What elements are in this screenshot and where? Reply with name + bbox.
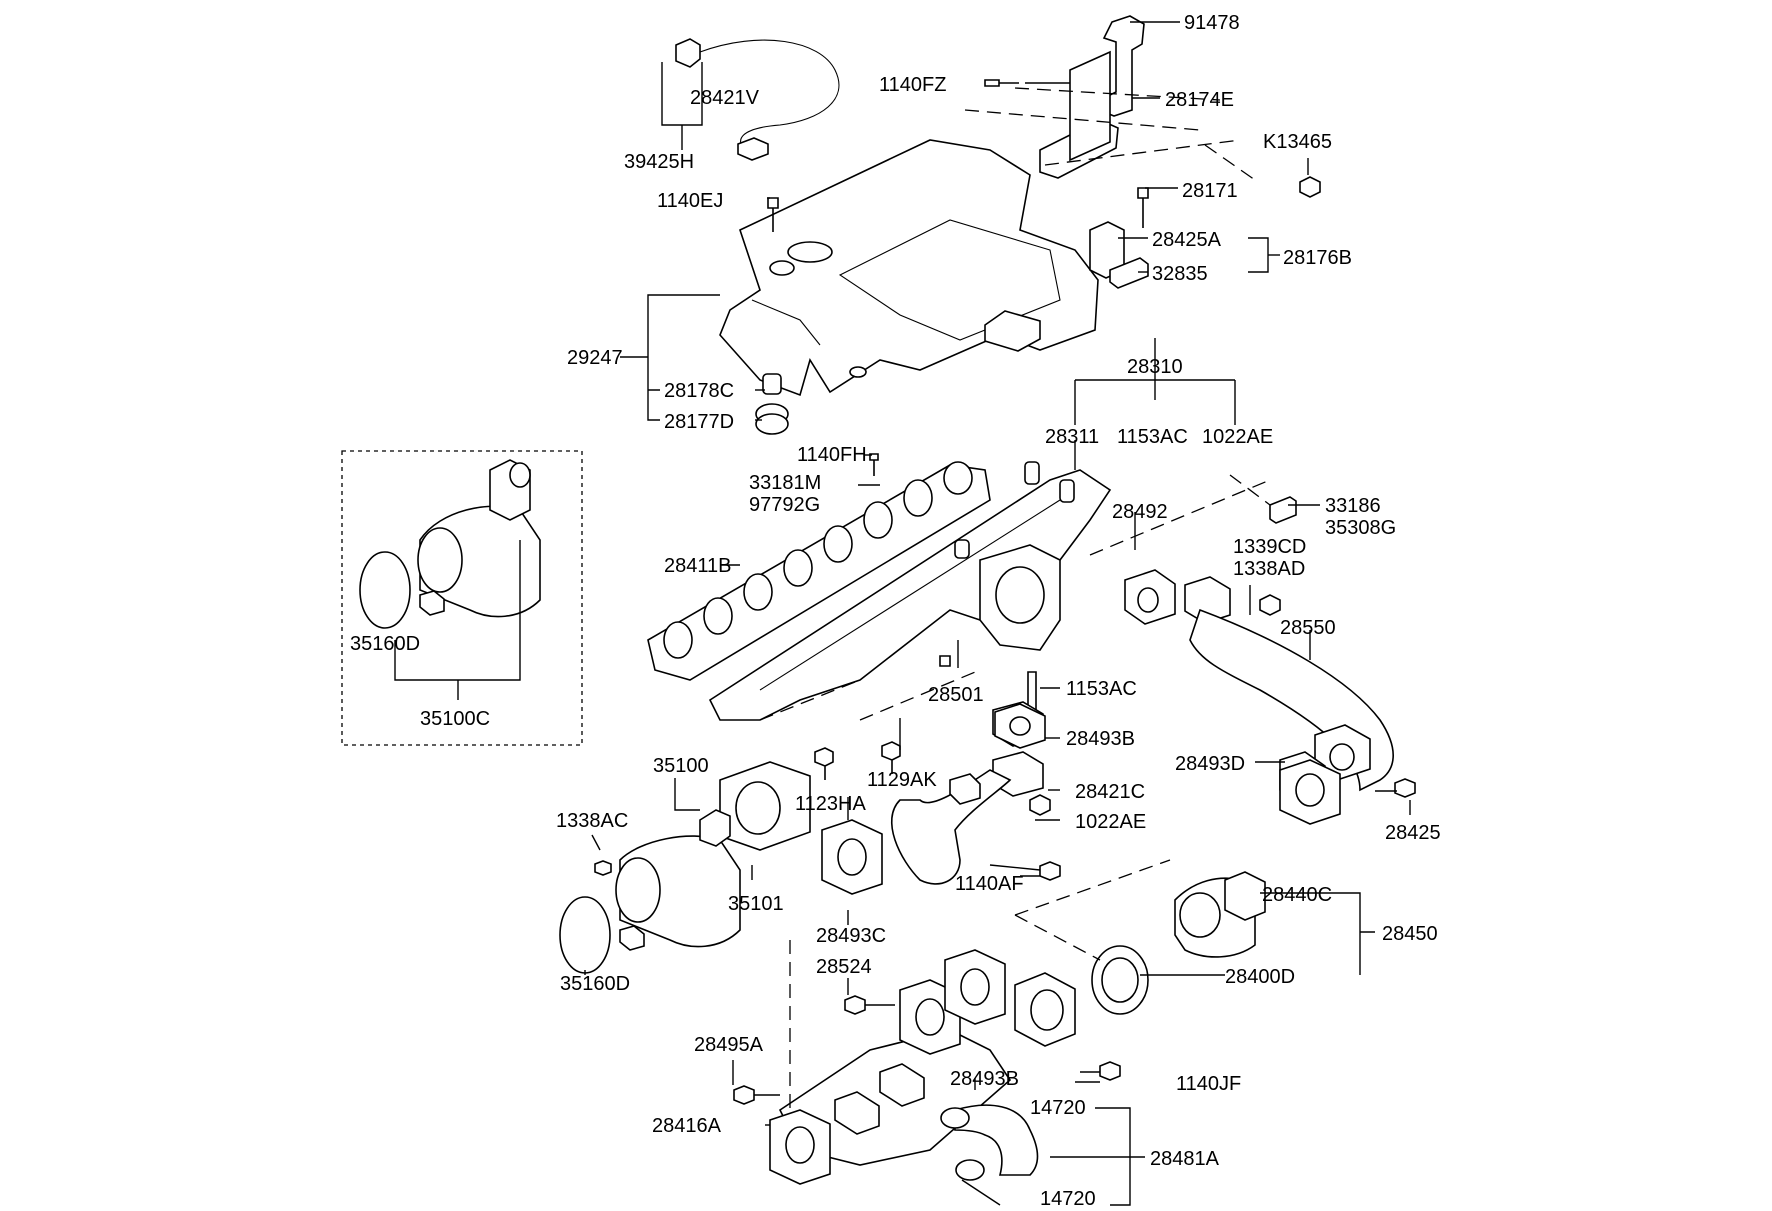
label-28550: 28550: [1280, 617, 1336, 639]
gasket-28493d-drawing: [1279, 759, 1341, 825]
label-28492: 28492: [1112, 501, 1168, 523]
label-33186: 33186: [1325, 495, 1381, 517]
label-1338ad: 1338AD: [1233, 558, 1305, 580]
egr-cooler-housing-drawing: [1174, 871, 1266, 958]
label-29247: 29247: [567, 347, 623, 369]
label-35100c: 35100C: [420, 708, 490, 730]
label-28524: 28524: [816, 956, 872, 978]
label-14720-upper: 14720: [1030, 1097, 1086, 1119]
label-1140jf: 1140JF: [1176, 1073, 1241, 1095]
label-1123ha: 1123HA: [795, 793, 866, 815]
gasket-28400d-drawing: [1091, 945, 1149, 1015]
label-33181m: 33181M: [749, 472, 821, 494]
label-1022ae-top: 1022AE: [1202, 426, 1273, 448]
label-1129ak: 1129AK: [867, 769, 937, 791]
label-1338ac: 1338AC: [556, 810, 628, 832]
label-28400d: 28400D: [1225, 966, 1295, 988]
label-97792g: 97792G: [749, 494, 820, 516]
catalytic-converter-drawing: [559, 761, 811, 974]
label-28440c: 28440C: [1262, 884, 1332, 906]
label-32835: 32835: [1152, 263, 1208, 285]
label-28421v: 28421V: [690, 87, 760, 109]
heat-shield-mount-drawing: [1089, 221, 1149, 289]
label-28171: 28171: [1182, 180, 1238, 202]
label-28501: 28501: [928, 684, 984, 706]
gasket-28493c-drawing: [821, 819, 883, 895]
label-35308g: 35308G: [1325, 517, 1396, 539]
label-35160d-lower: 35160D: [560, 973, 630, 995]
label-35100: 35100: [653, 755, 709, 777]
label-28174e: 28174E: [1165, 89, 1234, 111]
label-28481a: 28481A: [1150, 1148, 1220, 1170]
grommet-drawing: [755, 373, 789, 435]
label-1140ej: 1140EJ: [657, 190, 723, 212]
label-35101: 35101: [728, 893, 784, 915]
label-28450: 28450: [1382, 923, 1438, 945]
egr-pipe-drawing: [1124, 569, 1394, 805]
label-28493b-lower: 28493B: [950, 1068, 1019, 1090]
label-28310: 28310: [1127, 356, 1183, 378]
gasket-28493b-lower-drawing: [899, 949, 1076, 1055]
manifold-gasket-drawing: [647, 461, 991, 681]
exhaust-manifold-drawing: [708, 461, 1112, 721]
label-1140fh: 1140FH: [797, 444, 867, 466]
bracket-33186-drawing: [1269, 496, 1297, 524]
label-35160d-inset: 35160D: [350, 633, 420, 655]
catalytic-converter-inset-drawing: [359, 459, 541, 629]
label-39425h: 39425H: [624, 151, 694, 173]
bolt-drawings: [594, 79, 1416, 1105]
inset-box: [341, 450, 583, 746]
egr-cooler-drawing: [769, 1029, 1012, 1185]
label-28411b: 28411B: [664, 555, 731, 577]
gasket-28493b-upper-drawing: [994, 703, 1046, 749]
part-labels: 91478 1140FZ 28174E 28421V 39425H K13465…: [350, 12, 1441, 1210]
label-28178c: 28178C: [664, 380, 734, 402]
label-91478: 91478: [1184, 12, 1240, 34]
label-28493b-upper: 28493B: [1066, 728, 1135, 750]
label-28311: 28311: [1045, 426, 1099, 448]
label-28421c: 28421C: [1075, 781, 1145, 803]
label-28416a: 28416A: [652, 1115, 722, 1137]
leader-lines: [394, 21, 1411, 1206]
label-28493c: 28493C: [816, 925, 886, 947]
oxygen-sensor-drawing: [675, 38, 840, 161]
label-28177d: 28177D: [664, 411, 734, 433]
label-28425: 28425: [1385, 822, 1441, 844]
water-hose-drawing: [940, 1104, 1039, 1181]
label-28493d: 28493D: [1175, 753, 1245, 775]
heat-shield-bracket-drawing: [1039, 15, 1145, 179]
label-k13465: K13465: [1263, 131, 1332, 153]
label-14720-lower: 14720: [1040, 1188, 1096, 1210]
label-1140af: 1140AF: [955, 873, 1024, 895]
label-28176b: 28176B: [1283, 247, 1352, 269]
heat-shield-cover-drawing: [719, 139, 1099, 397]
label-1153ac-mid: 1153AC: [1066, 678, 1137, 700]
label-28425a: 28425A: [1152, 229, 1222, 251]
label-1022ae-mid: 1022AE: [1075, 811, 1146, 833]
assembly-dashed-lines: [759, 87, 1271, 1110]
label-1339cd: 1339CD: [1233, 536, 1306, 558]
label-1153ac-top: 1153AC: [1117, 426, 1188, 448]
label-1140fz: 1140FZ: [879, 74, 946, 96]
label-28495a: 28495A: [694, 1034, 764, 1056]
